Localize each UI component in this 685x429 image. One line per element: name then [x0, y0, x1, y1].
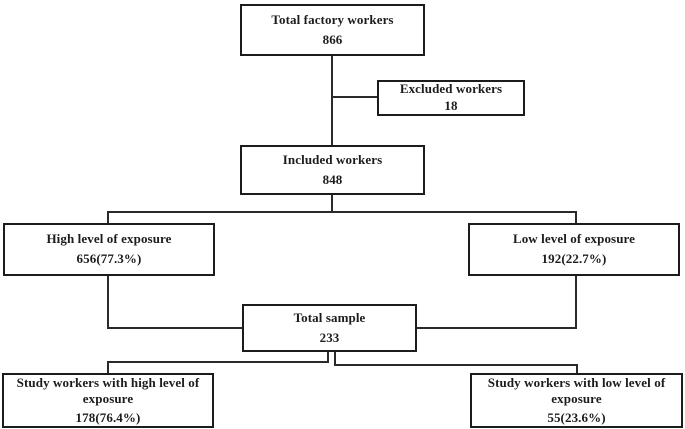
box-value: 866 [322, 31, 343, 47]
connector-spine-top [331, 55, 333, 146]
flow-box-total-sample: Total sample 233 [242, 304, 417, 352]
connector-sample-stub-right [334, 351, 336, 366]
flow-box-study-workers-low: Study workers with low level of exposure… [470, 373, 683, 428]
box-label: Low level of exposure [512, 231, 636, 247]
connector-drop-high [107, 211, 109, 224]
box-value: 178(76.4%) [75, 409, 141, 425]
box-label: Excluded workers [399, 81, 503, 97]
connector-drop-study-low [576, 364, 578, 374]
box-value: 18 [444, 98, 458, 113]
box-label: Total factory workers [271, 11, 394, 27]
connector-sample-to-study-high [107, 361, 329, 363]
connector-high-to-sample [107, 327, 243, 329]
box-value: 848 [322, 171, 343, 187]
connector-high-down [107, 275, 109, 329]
flow-box-total-factory-workers: Total factory workers 866 [240, 4, 425, 56]
connector-low-to-sample [416, 327, 577, 329]
box-value: 192(22.7%) [541, 251, 607, 266]
box-value: 233 [319, 329, 340, 345]
flow-box-low-level-exposure: Low level of exposure 192(22.7%) [468, 223, 680, 276]
connector-excluded-branch [331, 96, 378, 98]
box-label: Study workers with high level of exposur… [16, 374, 200, 407]
box-label: Total sample [293, 309, 366, 325]
connector-included-stub [331, 194, 333, 213]
flow-box-included-workers: Included workers 848 [240, 145, 425, 195]
box-value: 55(23.6%) [547, 409, 606, 425]
flow-box-excluded-workers: Excluded workers 18 [377, 80, 525, 116]
box-label: Included workers [282, 151, 383, 167]
connector-low-down [575, 275, 577, 329]
connector-sample-to-study-low [334, 364, 578, 366]
connector-branch-horizontal [107, 211, 577, 213]
connector-drop-low [575, 211, 577, 224]
box-label: High level of exposure [46, 231, 172, 247]
connector-drop-study-high [107, 361, 109, 374]
box-value: 656(77.3%) [76, 251, 142, 266]
flow-box-high-level-exposure: High level of exposure 656(77.3%) [3, 223, 215, 276]
box-label: Study workers with low level of exposure [487, 374, 666, 407]
flow-box-study-workers-high: Study workers with high level of exposur… [2, 373, 214, 428]
connector-sample-stub-left [327, 351, 329, 363]
